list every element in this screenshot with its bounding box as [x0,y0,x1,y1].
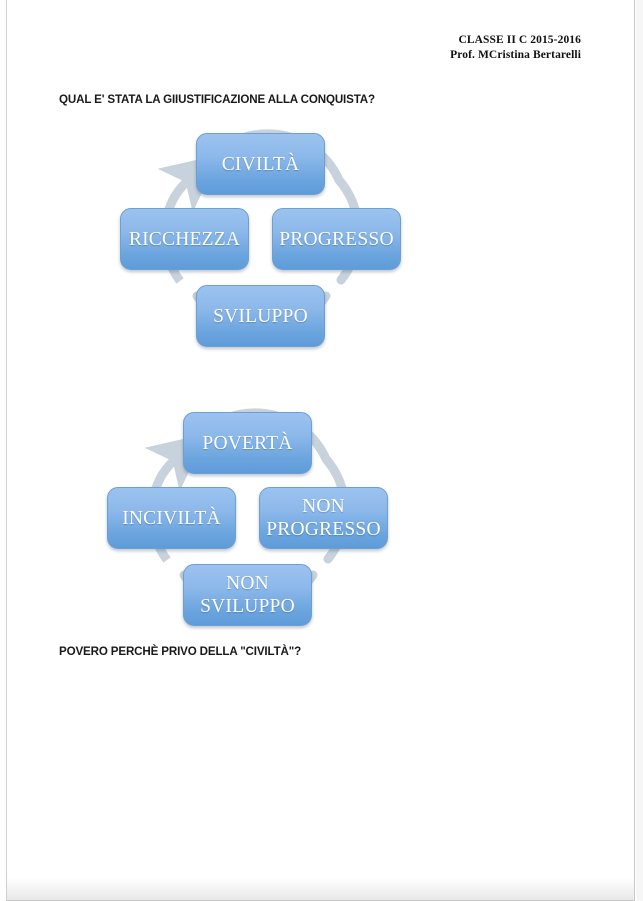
page-right-margin [636,0,643,901]
cycle-node-bottom[interactable]: SVILUPPO [196,285,325,347]
document-header: CLASSE II C 2015-2016 Prof. MCristina Be… [450,33,581,63]
header-teacher-line: Prof. MCristina Bertarelli [450,49,581,61]
question-heading-top: QUAL E' STATA LA GIIUSTIFICAZIONE ALLA C… [59,93,375,106]
header-class-line: CLASSE II C 2015-2016 [458,34,581,46]
cycle-node-bottom[interactable]: NON SVILUPPO [183,564,312,626]
cycle-diagram-civilta: CIVILTÀ PROGRESSO SVILUPPO RICCHEZZA [113,128,413,353]
cycle-node-left[interactable]: INCIVILTÀ [107,487,236,549]
cycle-node-top[interactable]: POVERTÀ [183,412,312,474]
cycle-node-top[interactable]: CIVILTÀ [196,133,325,195]
cycle-diagram-poverta: POVERTÀ NON PROGRESSO NON SVILUPPO INCIV… [100,407,400,632]
cycle-node-right[interactable]: NON PROGRESSO [259,487,388,549]
question-heading-bottom: POVERO PERCHÈ PRIVO DELLA "CIVILTÀ"? [59,645,301,658]
cycle-node-right[interactable]: PROGRESSO [272,208,401,270]
cycle-node-left[interactable]: RICCHEZZA [120,208,249,270]
page-bottom-edge [6,878,635,901]
